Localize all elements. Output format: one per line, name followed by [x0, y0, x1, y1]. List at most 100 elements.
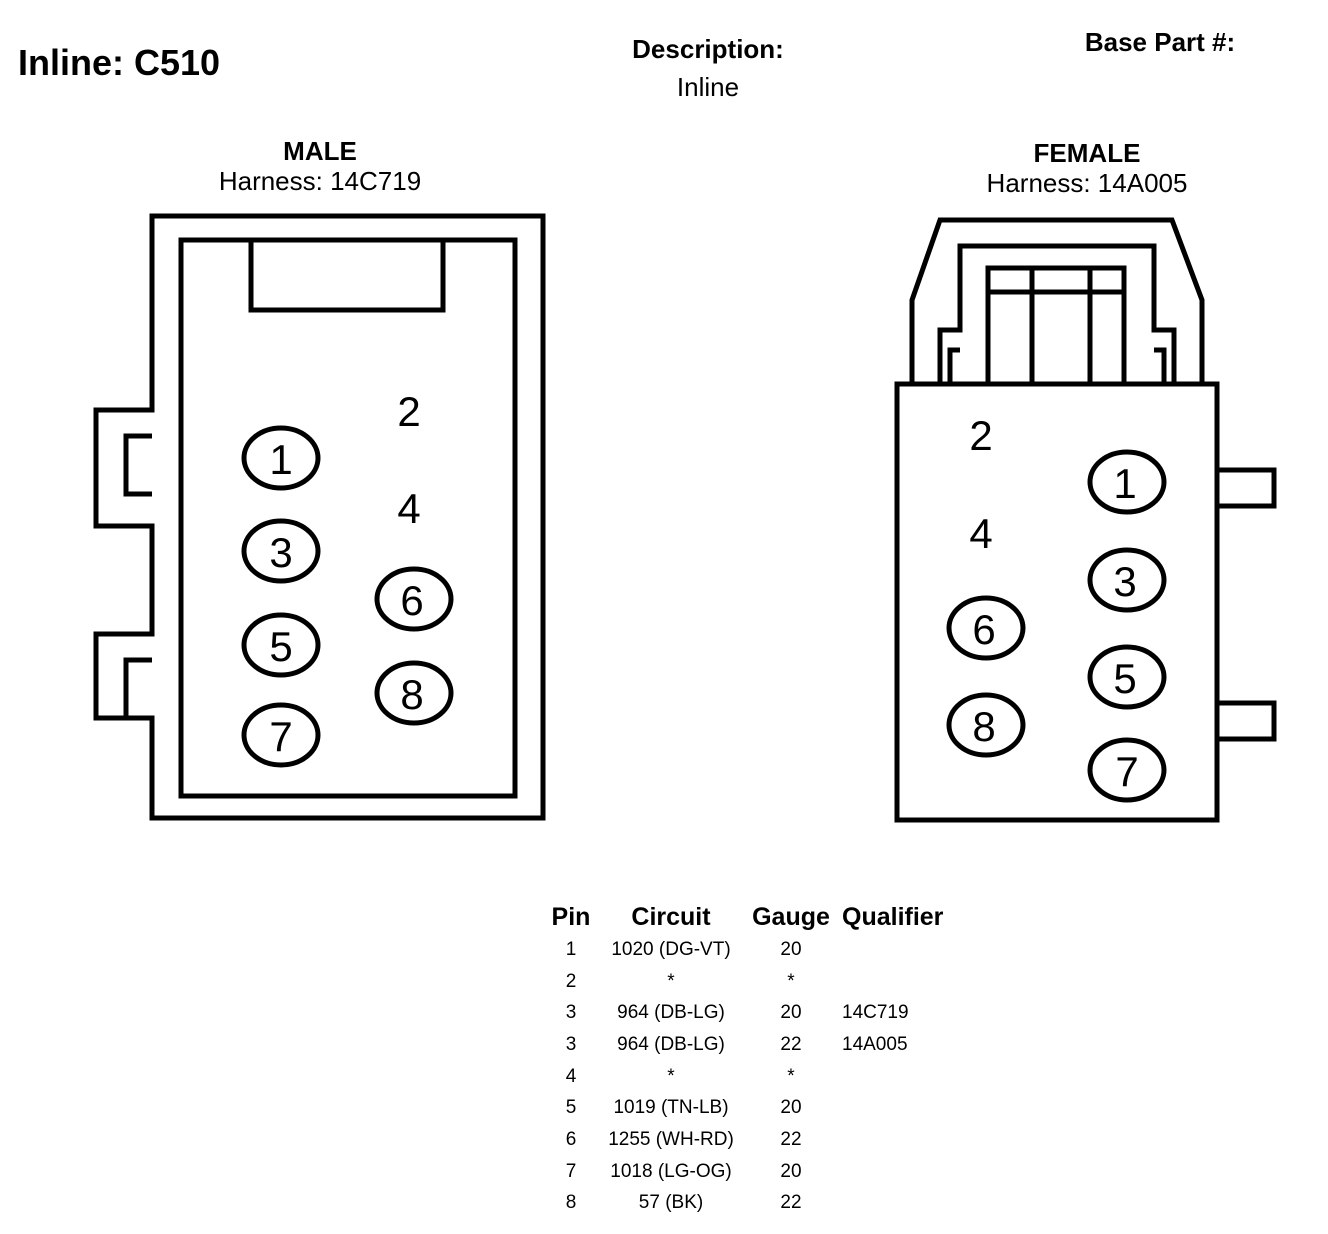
cell-qualifier: 14A005 — [842, 1033, 908, 1055]
cell-pin: 1 — [565, 938, 577, 960]
base-part-label: Base Part #: — [1084, 27, 1236, 57]
cell-circuit: 1020 (DG-VT) — [611, 938, 731, 960]
female-pin-8-label: 8 — [972, 703, 995, 750]
cell-qualifier — [842, 934, 962, 966]
male-outer-shell — [93, 213, 546, 821]
table-row: 6 1255 (WH-RD) 22 — [540, 1124, 962, 1156]
female-latch-upper — [1217, 467, 1277, 509]
table-row: 2 * * — [540, 966, 962, 998]
table-row: 1 1020 (DG-VT) 20 — [540, 934, 962, 966]
female-pin-4-label: 4 — [969, 510, 992, 557]
cell-qualifier — [842, 1092, 962, 1124]
cell-gauge: 22 — [780, 1192, 802, 1214]
cell-qualifier — [842, 1061, 962, 1093]
connector-diagram: 1 2 3 4 5 6 7 8 1 — [93, 213, 1277, 823]
female-pin-5: 5 — [1087, 644, 1167, 710]
female-hood-detail-right — [1154, 347, 1167, 384]
female-pin-7: 7 — [1087, 737, 1167, 803]
cell-gauge: 22 — [780, 1128, 802, 1150]
male-pin-1: 1 — [241, 425, 321, 491]
cell-pin: 8 — [565, 1192, 577, 1214]
female-pin-2-label: 2 — [969, 412, 992, 459]
cell-pin: 6 — [565, 1128, 577, 1150]
table-row: 3 964 (DB-LG) 22 14A005 — [540, 1029, 962, 1061]
table-row: 5 1019 (TN-LB) 20 — [540, 1092, 962, 1124]
cell-gauge: 22 — [780, 1033, 802, 1055]
male-latch-lower — [123, 657, 152, 718]
male-pin-1-label: 1 — [269, 436, 292, 483]
header-circuit: Circuit — [631, 902, 711, 931]
male-pin-2: 2 — [397, 388, 420, 435]
table-row: 4 * * — [540, 1061, 962, 1093]
cell-pin: 5 — [565, 1097, 577, 1119]
male-pin-7-label: 7 — [269, 713, 292, 760]
female-pin-3-label: 3 — [1113, 558, 1136, 605]
cell-pin: 2 — [565, 970, 577, 992]
male-pin-8: 8 — [374, 660, 454, 726]
female-latch-lower — [1217, 700, 1277, 742]
description-label: Description: — [632, 34, 784, 64]
male-latch-upper — [123, 433, 152, 497]
cell-circuit: 964 (DB-LG) — [617, 1033, 725, 1055]
male-harness-label: Harness: 14C719 — [218, 166, 422, 196]
female-pin-1-label: 1 — [1113, 460, 1136, 507]
cell-gauge: 20 — [780, 938, 802, 960]
female-pin-group: 1 2 3 4 5 6 7 8 — [946, 412, 1167, 803]
female-pin-7-label: 7 — [1115, 748, 1138, 795]
cell-circuit: 964 (DB-LG) — [617, 1002, 725, 1024]
female-connector-body — [894, 217, 1277, 823]
cell-qualifier — [842, 1188, 962, 1220]
header-gauge: Gauge — [752, 902, 830, 931]
header-qualifier: Qualifier — [842, 902, 944, 931]
table-header-row: Pin Circuit Gauge Qualifier — [540, 900, 962, 934]
header-pin: Pin — [551, 902, 591, 931]
male-pin-8-label: 8 — [400, 671, 423, 718]
female-connector-label: FEMALE — [1033, 138, 1141, 168]
cell-gauge: 20 — [780, 1002, 802, 1024]
female-pin-3: 3 — [1087, 547, 1167, 613]
male-connector-label: MALE — [283, 136, 357, 166]
male-pin-3: 3 — [241, 518, 321, 584]
male-pin-group: 1 2 3 4 5 6 7 8 — [241, 388, 454, 768]
male-connector-body — [93, 213, 546, 821]
female-pin-6: 6 — [946, 595, 1026, 661]
female-hood-inner — [937, 243, 1177, 384]
male-pin-5: 5 — [241, 612, 321, 678]
cell-pin: 7 — [565, 1160, 577, 1182]
female-hood-outer — [909, 217, 1205, 384]
female-hood-detail-left — [947, 347, 960, 384]
cell-circuit: 1255 (WH-RD) — [608, 1128, 734, 1150]
female-outer-shell — [894, 381, 1220, 823]
description-value: Inline — [676, 72, 740, 102]
male-pin-6-label: 6 — [400, 577, 423, 624]
cell-pin: 4 — [565, 1065, 577, 1087]
male-pin-6: 6 — [374, 566, 454, 632]
cell-circuit: 1018 (LG-OG) — [610, 1160, 732, 1182]
male-pin-2-label: 2 — [397, 388, 420, 435]
cell-circuit: 57 (BK) — [638, 1192, 704, 1214]
connector-title: Inline: C510 — [18, 42, 221, 83]
cell-gauge: 20 — [780, 1097, 802, 1119]
female-lock-bar — [985, 265, 1127, 384]
female-harness-label: Harness: 14A005 — [986, 168, 1188, 198]
cell-pin: 3 — [565, 1002, 577, 1024]
table-row: 7 1018 (LG-OG) 20 — [540, 1156, 962, 1188]
pin-circuit-table: Pin Circuit Gauge Qualifier 1 1020 (DG-V… — [540, 900, 962, 1219]
male-key — [248, 237, 446, 313]
male-pin-7: 7 — [241, 702, 321, 768]
cell-qualifier — [842, 1124, 962, 1156]
cell-gauge: 20 — [780, 1160, 802, 1182]
male-pin-4: 4 — [397, 485, 420, 532]
cell-gauge: * — [787, 1065, 795, 1087]
female-pin-5-label: 5 — [1113, 655, 1136, 702]
female-pin-1: 1 — [1087, 449, 1167, 515]
table-row: 3 964 (DB-LG) 20 14C719 — [540, 997, 962, 1029]
female-pin-8: 8 — [946, 692, 1026, 758]
cell-qualifier: 14C719 — [842, 1002, 909, 1024]
cell-qualifier — [842, 966, 962, 998]
cell-circuit: * — [667, 970, 675, 992]
cell-pin: 3 — [565, 1033, 577, 1055]
female-pin-2: 2 — [969, 412, 992, 459]
male-inner-cavity — [178, 237, 518, 799]
cell-circuit: * — [667, 1065, 675, 1087]
